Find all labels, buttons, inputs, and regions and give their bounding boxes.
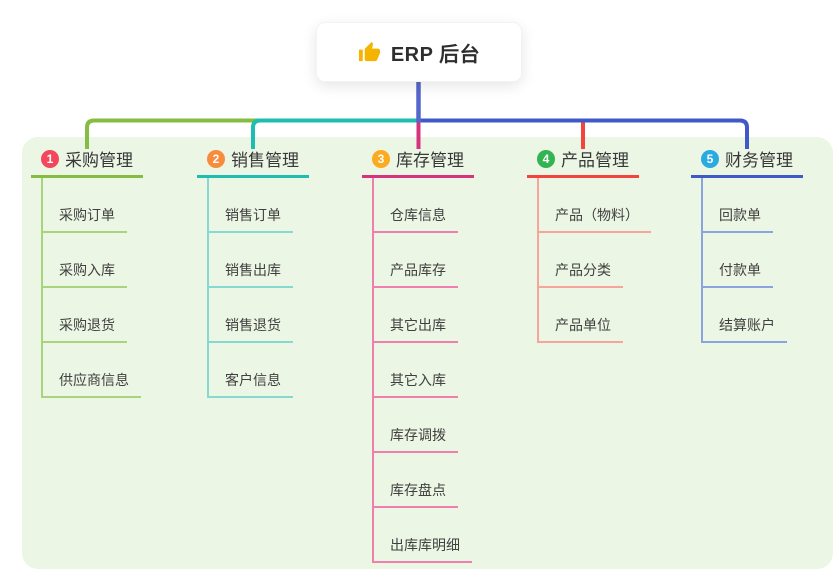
child-node[interactable]: 其它入库 [374,371,458,398]
branch-3: 3 库存管理仓库信息产品库存其它出库其它入库库存调拨库存盘点出库库明细 [362,148,474,563]
child-row: 销售出库 [209,233,309,288]
index-badge: 1 [41,149,59,168]
root-node[interactable]: ERP 后台 [316,22,522,82]
connector-branch-1 [85,118,419,149]
child-row: 供应商信息 [43,343,143,398]
child-node[interactable]: 出库库明细 [374,536,472,563]
branch-title-label: 产品管理 [561,151,629,170]
branch-5: 5 财务管理回款单付款单结算账户 [691,148,803,343]
index-badge: 5 [701,149,719,168]
connector-branch-5 [418,118,749,149]
child-row: 产品（物料） [539,178,651,233]
child-node[interactable]: 供应商信息 [43,371,141,398]
branch-children: 仓库信息产品库存其它出库其它入库库存调拨库存盘点出库库明细 [372,178,474,563]
child-row: 仓库信息 [374,178,474,233]
branch-title[interactable]: 2 销售管理 [197,148,309,178]
child-node[interactable]: 库存调拨 [374,426,458,453]
child-node[interactable]: 采购退货 [43,316,127,343]
thumbs-up-icon [358,41,380,61]
background-panel [22,137,833,569]
connector-branch-4 [418,118,585,149]
branch-title[interactable]: 5 财务管理 [691,148,803,178]
branch-children: 产品（物料） 产品分类产品单位 [537,178,651,343]
branch-1: 1 采购管理采购订单采购入库采购退货供应商信息 [31,148,143,398]
index-badge: 4 [537,149,555,168]
child-row: 其它出库 [374,288,474,343]
branch-title[interactable]: 4 产品管理 [527,148,639,178]
child-node[interactable]: 客户信息 [209,371,293,398]
child-node[interactable]: 回款单 [703,206,773,233]
child-node[interactable]: 仓库信息 [374,206,458,233]
child-node[interactable]: 结算账户 [703,316,787,343]
branch-title-label: 库存管理 [396,151,464,170]
branch-title-label: 销售管理 [231,151,299,170]
child-node[interactable]: 产品分类 [539,261,623,288]
branch-title[interactable]: 1 采购管理 [31,148,143,178]
child-node[interactable]: 产品单位 [539,316,623,343]
child-node[interactable]: 采购入库 [43,261,127,288]
child-row: 产品单位 [539,288,651,343]
child-row: 产品库存 [374,233,474,288]
child-node[interactable]: 付款单 [703,261,773,288]
child-row: 其它入库 [374,343,474,398]
child-row: 库存调拨 [374,398,474,453]
child-row: 销售退货 [209,288,309,343]
child-row: 出库库明细 [374,508,474,563]
branch-title[interactable]: 3 库存管理 [362,148,474,178]
branch-title-label: 财务管理 [725,151,793,170]
child-row: 库存盘点 [374,453,474,508]
branch-children: 回款单付款单结算账户 [701,178,803,343]
child-row: 产品分类 [539,233,651,288]
index-badge: 3 [372,149,390,168]
child-node[interactable]: 销售出库 [209,261,293,288]
child-row: 采购订单 [43,178,143,233]
child-row: 客户信息 [209,343,309,398]
child-node[interactable]: 其它出库 [374,316,458,343]
child-node[interactable]: 库存盘点 [374,481,458,508]
child-row: 销售订单 [209,178,309,233]
index-badge: 2 [207,149,225,168]
child-node[interactable]: 产品库存 [374,261,458,288]
branch-4: 4 产品管理产品（物料） 产品分类产品单位 [527,148,651,343]
child-row: 回款单 [703,178,803,233]
child-row: 付款单 [703,233,803,288]
branch-children: 销售订单销售出库销售退货客户信息 [207,178,309,398]
branch-children: 采购订单采购入库采购退货供应商信息 [41,178,143,398]
root-title: ERP 后台 [390,43,481,66]
branch-2: 2 销售管理销售订单销售出库销售退货客户信息 [197,148,309,398]
child-node[interactable]: 采购订单 [43,206,127,233]
child-node[interactable]: 销售退货 [209,316,293,343]
child-row: 采购入库 [43,233,143,288]
child-node[interactable]: 产品（物料） [539,206,651,233]
child-row: 结算账户 [703,288,803,343]
child-row: 采购退货 [43,288,143,343]
child-node[interactable]: 销售订单 [209,206,293,233]
connector-branch-2 [251,118,419,149]
branch-title-label: 采购管理 [65,151,133,170]
